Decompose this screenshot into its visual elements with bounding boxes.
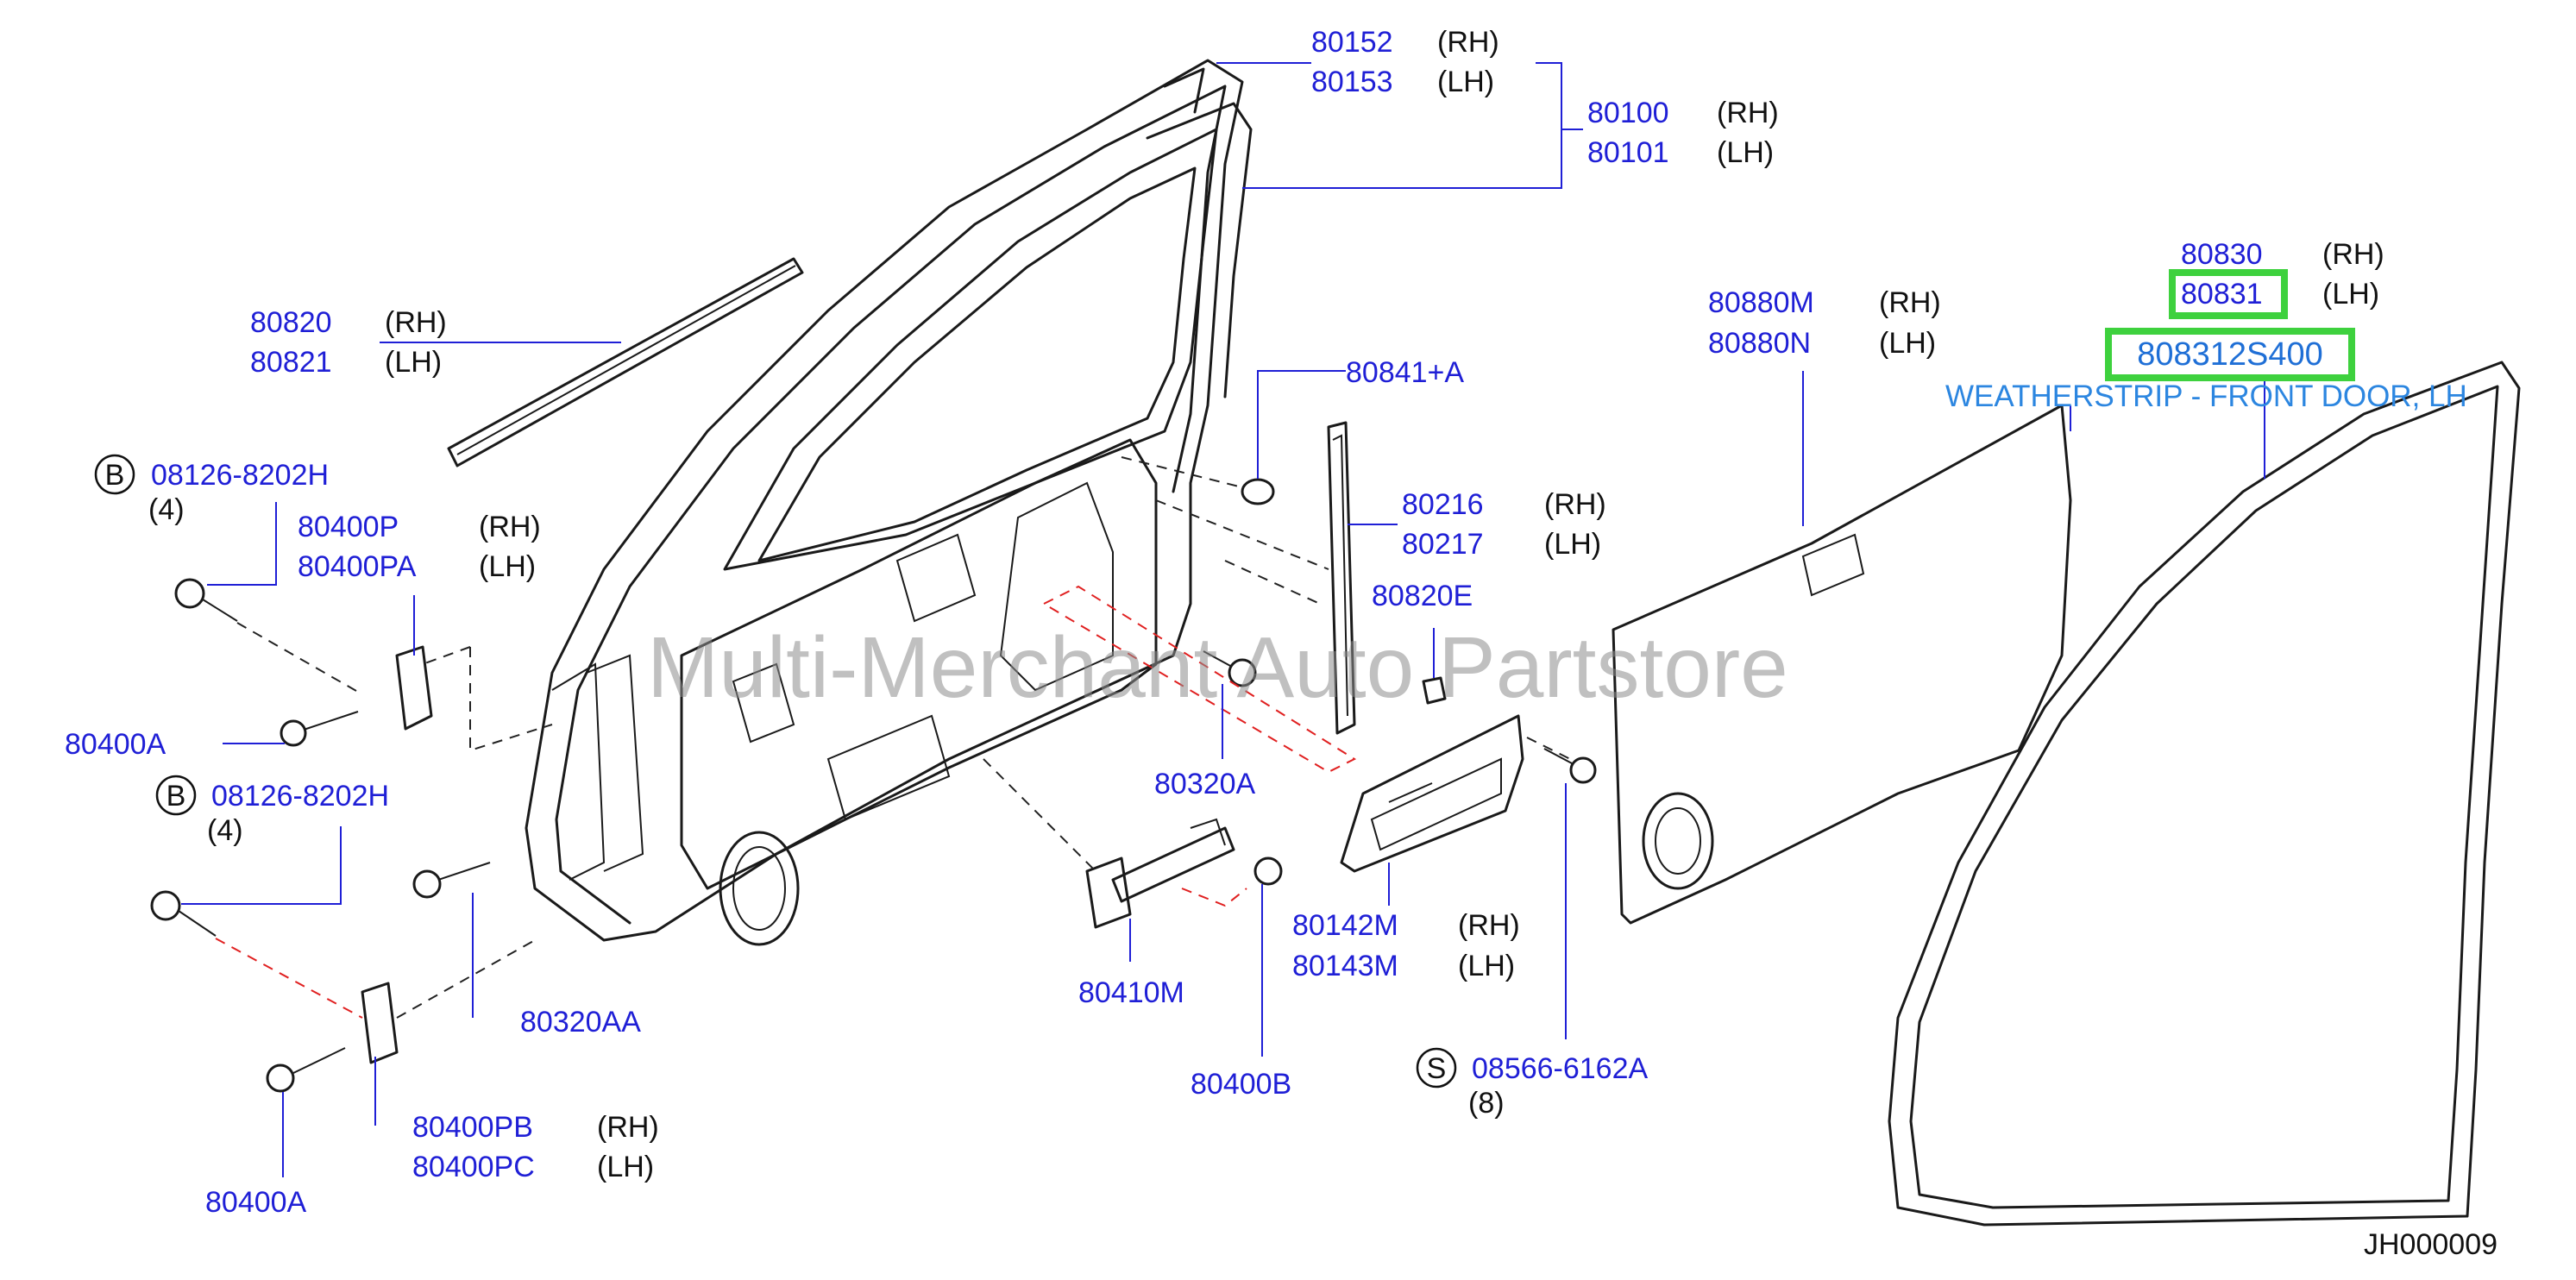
door-shell-drawing bbox=[525, 59, 1244, 946]
diagram-code: JH000009 bbox=[2364, 1228, 2497, 1261]
label-80153[interactable]: 80153 bbox=[1311, 66, 1393, 98]
label-80880N[interactable]: 80880N bbox=[1708, 327, 1811, 360]
watermark: Multi-Merchant Auto Partstore bbox=[647, 619, 1788, 716]
outer-molding-drawing bbox=[447, 257, 804, 467]
label-80400PA-side: (LH) bbox=[479, 550, 536, 583]
label-80821[interactable]: 80821 bbox=[250, 346, 332, 379]
label-08126-b[interactable]: 08126-8202H bbox=[211, 780, 389, 813]
label-80142M-side: (RH) bbox=[1458, 909, 1520, 942]
label-80880M[interactable]: 80880M bbox=[1708, 286, 1814, 319]
label-08126-a[interactable]: 08126-8202H bbox=[151, 459, 329, 492]
label-80216-side: (RH) bbox=[1544, 488, 1606, 521]
label-08126-a-qty: (4) bbox=[148, 493, 185, 526]
label-80217-side: (LH) bbox=[1544, 528, 1601, 561]
highlight-overlay: 808312S400 WEATHERSTRIP - FRONT DOOR, LH bbox=[1945, 269, 2467, 413]
label-80400PB[interactable]: 80400PB bbox=[412, 1111, 533, 1144]
label-80880N-side: (LH) bbox=[1879, 327, 1936, 360]
label-80101-side: (LH) bbox=[1717, 136, 1774, 169]
label-80830-side: (RH) bbox=[2322, 238, 2384, 271]
part-labels: 80152 (RH) 80153 (LH) 80100 (RH) 80101 (… bbox=[65, 26, 2384, 1219]
door-check-drawing bbox=[1085, 818, 1235, 929]
label-80153-side: (LH) bbox=[1437, 66, 1494, 98]
label-80100-side: (RH) bbox=[1717, 97, 1779, 129]
highlight-box-partnumber bbox=[2105, 328, 2355, 381]
label-80400A-bottom[interactable]: 80400A bbox=[205, 1186, 307, 1219]
label-80400PB-side: (RH) bbox=[597, 1111, 659, 1144]
label-80820E[interactable]: 80820E bbox=[1372, 580, 1473, 612]
leader-lines bbox=[181, 62, 2265, 1177]
label-80831-side: (LH) bbox=[2322, 278, 2379, 311]
label-80142M[interactable]: 80142M bbox=[1292, 909, 1398, 942]
label-80400PC[interactable]: 80400PC bbox=[412, 1151, 535, 1183]
label-80400B[interactable]: 80400B bbox=[1191, 1068, 1291, 1101]
label-80821-side: (LH) bbox=[385, 346, 442, 379]
label-80143M-side: (LH) bbox=[1458, 950, 1515, 982]
grommet-drawing bbox=[1241, 478, 1275, 505]
highlight-box-80831 bbox=[2169, 269, 2288, 319]
label-80400PC-side: (LH) bbox=[597, 1151, 654, 1183]
circle-mark-b1: B bbox=[105, 459, 125, 492]
trim-panel-drawing bbox=[1612, 404, 2072, 925]
dashed-guides bbox=[215, 456, 1571, 1019]
label-80820-side: (RH) bbox=[385, 306, 447, 339]
circle-mark-s1: S bbox=[1427, 1052, 1447, 1085]
label-08566-qty: (8) bbox=[1468, 1087, 1505, 1120]
label-80320AA[interactable]: 80320AA bbox=[520, 1006, 641, 1038]
label-80152[interactable]: 80152 bbox=[1311, 26, 1393, 59]
label-80410M[interactable]: 80410M bbox=[1078, 976, 1184, 1009]
label-80400P[interactable]: 80400P bbox=[298, 511, 399, 543]
sash-molding-drawing bbox=[1327, 421, 1356, 735]
door-weatherstrip-drawing bbox=[1888, 361, 2521, 1227]
door-outer-weatherstrip-drawing bbox=[1146, 102, 1253, 398]
label-80820[interactable]: 80820 bbox=[250, 306, 332, 339]
label-80400PA[interactable]: 80400PA bbox=[298, 550, 417, 583]
label-80320A[interactable]: 80320A bbox=[1154, 768, 1256, 800]
label-08566[interactable]: 08566-6162A bbox=[1472, 1052, 1649, 1085]
label-80216[interactable]: 80216 bbox=[1402, 488, 1484, 521]
label-80880M-side: (RH) bbox=[1879, 286, 1941, 319]
label-80143M[interactable]: 80143M bbox=[1292, 950, 1398, 982]
label-80400P-side: (RH) bbox=[479, 511, 541, 543]
label-80100[interactable]: 80100 bbox=[1587, 97, 1669, 129]
label-80831[interactable]: 80831 bbox=[2181, 278, 2263, 311]
label-80830[interactable]: 80830 bbox=[2181, 238, 2263, 271]
clip-drawing bbox=[1422, 676, 1447, 705]
hinge-bolts-drawing bbox=[150, 578, 1597, 1093]
highlight-part-number[interactable]: 808312S400 bbox=[2137, 336, 2323, 373]
highlight-description: WEATHERSTRIP - FRONT DOOR, LH bbox=[1945, 380, 2467, 413]
label-80217[interactable]: 80217 bbox=[1402, 528, 1484, 561]
label-80400A-top[interactable]: 80400A bbox=[65, 728, 166, 761]
label-80841A[interactable]: 80841+A bbox=[1346, 356, 1464, 389]
label-80152-side: (RH) bbox=[1437, 26, 1499, 59]
inner-handle-drawing bbox=[1340, 714, 1524, 873]
label-08126-b-qty: (4) bbox=[207, 814, 243, 847]
circle-mark-b2: B bbox=[166, 780, 186, 813]
label-80101[interactable]: 80101 bbox=[1587, 136, 1669, 169]
